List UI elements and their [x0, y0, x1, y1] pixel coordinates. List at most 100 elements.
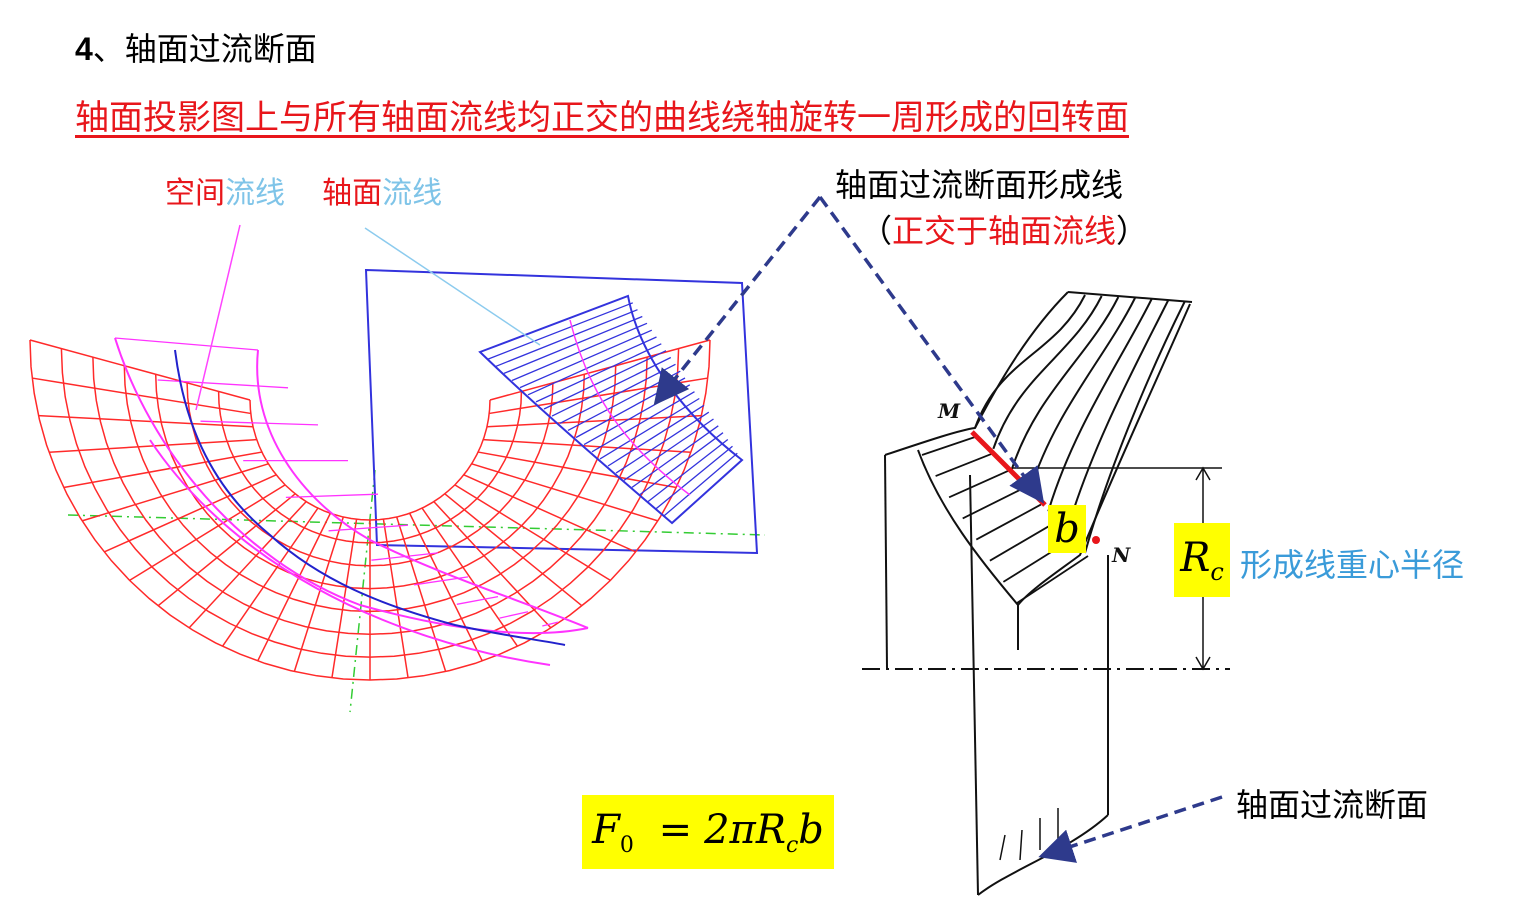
callout-paren-open: （	[860, 212, 893, 250]
mesh-radial-line	[129, 484, 286, 582]
left-wall	[884, 454, 888, 669]
mesh-ring-line	[123, 365, 617, 613]
legend-axial-label: 轴面	[322, 176, 383, 211]
label-rc: Rc	[1180, 535, 1224, 586]
formula-f: F	[592, 806, 620, 853]
magenta-cross-line	[200, 420, 319, 426]
mesh-radial-line	[408, 512, 483, 662]
axial-streamline	[1029, 297, 1136, 491]
mesh-radial-line	[103, 474, 277, 553]
mesh-radial-line	[38, 414, 254, 428]
draft-bottom-curve	[977, 814, 1109, 896]
magenta-mid-curve	[149, 439, 551, 666]
magenta-cross-line	[371, 552, 439, 561]
callout-orthogonal-note: （正交于轴面流线）	[860, 206, 1148, 252]
left-3d-figure	[29, 224, 766, 713]
blue-hatch-line	[495, 309, 638, 367]
magenta-cross-line	[456, 595, 499, 605]
cross-line	[935, 452, 995, 477]
axial-streamline	[1010, 296, 1120, 470]
mesh-ring-line	[217, 391, 523, 544]
mesh-radial-line	[395, 516, 447, 672]
magenta-cross-line	[285, 493, 379, 499]
magenta-cross-line	[414, 576, 469, 586]
horizontal-axis-line	[67, 514, 766, 536]
formula-rhs: 2πR	[704, 806, 786, 853]
callout-orthogonal-highlight: 正交于轴面流线	[892, 212, 1117, 250]
cross-line	[1016, 555, 1089, 604]
point-n-dot	[1092, 536, 1100, 544]
draft-ticks	[999, 808, 1059, 861]
mesh-ring-line	[29, 339, 711, 681]
blue-hatch-line	[519, 329, 653, 389]
label-b-box: b	[1048, 505, 1086, 553]
blue-hatch-line	[639, 432, 724, 496]
mesh-radial-line	[486, 414, 702, 428]
mesh-ring-line	[186, 382, 554, 567]
legend-axial-suffix: 流线	[382, 176, 443, 211]
formula-rhs-sub: c	[785, 832, 799, 858]
callout-paren-close: ）	[1116, 212, 1149, 250]
cross-line	[989, 520, 1058, 562]
blue-hatch-line	[599, 397, 700, 460]
blue-hatch-line	[543, 350, 667, 410]
section-heading-text: 、轴面过流断面	[92, 30, 317, 68]
magenta-cross-line	[499, 611, 529, 619]
mesh-radial-line	[293, 516, 345, 672]
mesh-radial-line	[29, 339, 251, 401]
rc-caption: 形成线重心半径	[1240, 546, 1465, 584]
mesh-radial-line	[477, 451, 677, 489]
mesh-radial-line	[489, 339, 711, 401]
magenta-inner-curve	[256, 349, 589, 629]
duct-left-wall	[969, 474, 979, 896]
label-m: M	[937, 399, 961, 423]
section-number: 4	[75, 31, 93, 67]
streamline-legend: 空间流线 轴面流线	[165, 168, 442, 212]
axial-plane-rectangle	[364, 268, 759, 555]
axial-streamline	[1065, 299, 1170, 533]
hub-outline	[917, 303, 1191, 607]
arrow-to-cross-section	[1038, 795, 1223, 863]
blue-wedge-streamline	[569, 319, 691, 496]
blue-hatch-line	[615, 411, 710, 474]
magenta-cross-line	[584, 626, 589, 629]
callout-cross-section: 轴面过流断面	[1236, 786, 1429, 824]
blue-hatch-line	[487, 302, 634, 360]
label-b: b	[1054, 506, 1080, 552]
cross-line	[975, 503, 1042, 541]
mesh-radial-line	[483, 438, 691, 454]
rc-arrow-top	[1195, 466, 1211, 481]
definition-text: 轴面投影图上与所有轴面流线均正交的曲线绕轴旋转一周形成的回转面	[75, 98, 1129, 138]
arrow-to-forming-line	[818, 195, 1045, 504]
space-streamline-curve	[174, 349, 566, 646]
magenta-cross-line	[114, 337, 259, 351]
callout-arrows	[653, 195, 1223, 863]
label-n: N	[1111, 543, 1131, 567]
blue-hatch-line	[527, 336, 657, 396]
mesh-radial-line	[157, 493, 296, 607]
legend-leader-space	[195, 224, 241, 411]
mesh-radial-line	[188, 501, 307, 629]
blue-hatch-line	[631, 425, 719, 488]
legend-space-label: 空间	[165, 176, 225, 211]
cross-line	[948, 469, 1010, 499]
mesh-radial-line	[471, 463, 659, 522]
formula-box: F0 =2πRcb	[582, 795, 834, 869]
magenta-cross-line	[542, 621, 559, 627]
blue-hatch-line	[503, 315, 643, 375]
cross-line	[962, 486, 1026, 520]
label-rc-main: R	[1180, 534, 1211, 581]
formula-eq: =	[658, 806, 693, 853]
axial-streamline	[1047, 298, 1153, 512]
mesh-radial-line	[421, 507, 519, 647]
axial-streamline	[992, 295, 1103, 450]
orthogonal-cross-lines	[921, 435, 1089, 604]
blue-hatch-line	[551, 356, 672, 417]
arrow-to-left-figure	[653, 195, 822, 406]
magenta-cross-line	[157, 379, 289, 389]
mesh-radial-line	[221, 507, 319, 647]
magenta-outer-curve	[114, 337, 589, 635]
magenta-cross-line	[328, 524, 409, 532]
mesh-radial-line	[444, 493, 583, 607]
